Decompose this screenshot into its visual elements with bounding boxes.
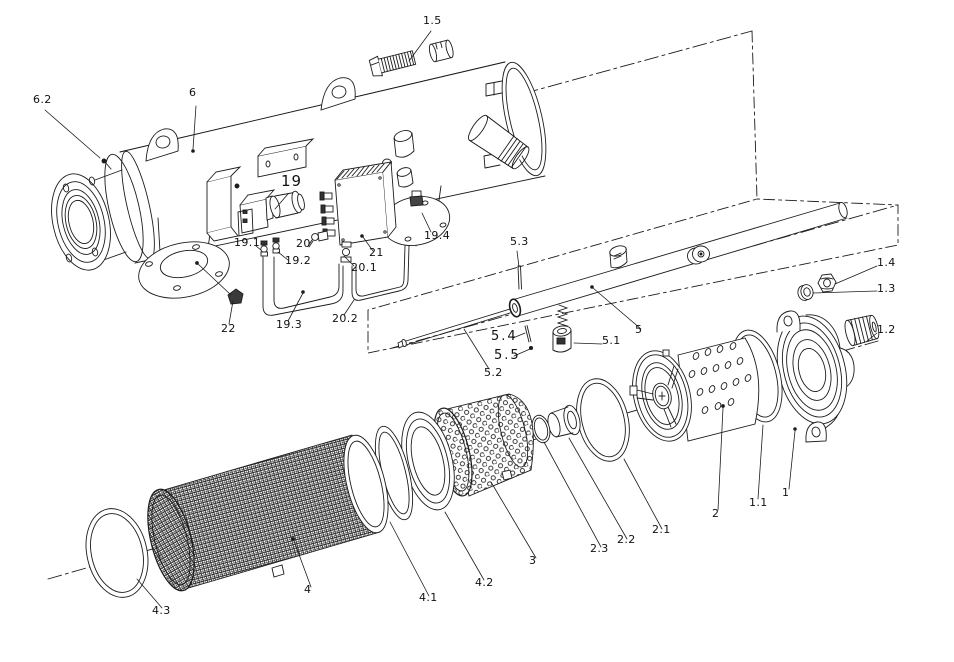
straight-fitting <box>340 241 352 263</box>
tube-collar <box>609 245 628 269</box>
impulse-tube-long <box>351 245 410 301</box>
part-label-5-1: 5.1 <box>602 334 621 347</box>
part-label-2-1: 2.1 <box>652 523 671 536</box>
part-label-5-2: 5.2 <box>484 366 503 379</box>
mounting-bracket-left <box>206 166 242 242</box>
part-label-2-3: 2.3 <box>590 542 609 555</box>
part-label-21: 21 <box>369 246 384 259</box>
cage-holes <box>688 342 752 414</box>
part-label-19-4: 19.4 <box>424 229 451 242</box>
indicator-assembly <box>397 201 848 353</box>
filter-o-ring <box>85 508 149 598</box>
elbow-fitting <box>307 230 329 247</box>
part-label-6: 6 <box>189 86 197 99</box>
solenoid-valve <box>237 189 305 237</box>
washer <box>797 284 814 301</box>
indicator-tube <box>508 201 848 318</box>
part-label-5: 5 <box>635 323 643 336</box>
perforated-cage <box>629 337 760 442</box>
part-label-1-3: 1.3 <box>877 282 896 295</box>
part-label-22: 22 <box>221 322 236 335</box>
part-label-20-1: 20.1 <box>351 261 378 274</box>
mesh-filter-element <box>147 434 389 592</box>
tube-knob <box>687 245 710 265</box>
part-label-1-4: 1.4 <box>877 256 896 269</box>
leader-lines <box>44 30 878 609</box>
spring <box>556 304 569 329</box>
part-label-1-2: 1.2 <box>877 323 896 336</box>
bolt-keeper <box>428 39 454 63</box>
part-label-6-2: 6.2 <box>33 93 52 106</box>
tube-fitting-left <box>260 240 268 257</box>
valve-and-box <box>237 160 410 316</box>
drain-plug <box>227 288 244 305</box>
part-label-20-2: 20.2 <box>332 312 359 325</box>
part-label-19-1: 19.1 <box>234 236 261 249</box>
part-label-4-1: 4.1 <box>419 591 438 604</box>
part-label-4-2: 4.2 <box>475 576 494 589</box>
inlet-flange <box>51 169 127 271</box>
clamp-band <box>483 61 547 177</box>
junction-box <box>319 160 397 246</box>
guide-bushing <box>552 325 572 353</box>
part-label-1-1: 1.1 <box>749 496 768 509</box>
cover-lug-top <box>776 310 801 333</box>
flange-screw <box>101 158 112 170</box>
part-label-1-5: 1.5 <box>423 14 442 27</box>
part-label-2: 2 <box>712 507 720 520</box>
part-label-4: 4 <box>304 583 312 596</box>
part-label-3: 3 <box>529 554 537 567</box>
threaded-plug <box>844 314 880 347</box>
lifting-lug-right <box>320 77 356 111</box>
cover-lug-bottom <box>805 421 827 443</box>
flange-fitting <box>409 190 424 207</box>
clamp-bolt <box>368 50 417 77</box>
tube-fitting-right <box>272 237 280 254</box>
cable-glands <box>319 191 336 238</box>
impulse-tube-u <box>262 256 344 316</box>
part-label-5-5: 5.5 <box>494 348 521 363</box>
bottom-flange <box>138 217 230 299</box>
mounting-bracket-right <box>257 138 315 178</box>
housing-assembly <box>51 39 547 305</box>
cage-spider-face <box>629 349 692 442</box>
outlet-nipple <box>468 114 530 170</box>
indicator-rod <box>397 308 511 349</box>
part-label-2-2: 2.2 <box>617 533 636 546</box>
part-label-5-3: 5.3 <box>510 235 529 248</box>
part-label-19-2: 19.2 <box>285 254 312 267</box>
pin-middle <box>524 325 532 343</box>
end-cover <box>776 310 855 443</box>
part-label-20: 20 <box>296 237 311 250</box>
part-label-5-4: 5.4 <box>491 329 518 344</box>
part-label-1: 1 <box>782 486 790 499</box>
nut <box>817 273 837 293</box>
pin-upper <box>517 265 522 290</box>
lifting-lug-left <box>145 128 179 162</box>
part-label-19: 19 <box>281 172 303 190</box>
part-label-4-3: 4.3 <box>152 604 171 617</box>
part-label-19-3: 19.3 <box>276 318 303 331</box>
